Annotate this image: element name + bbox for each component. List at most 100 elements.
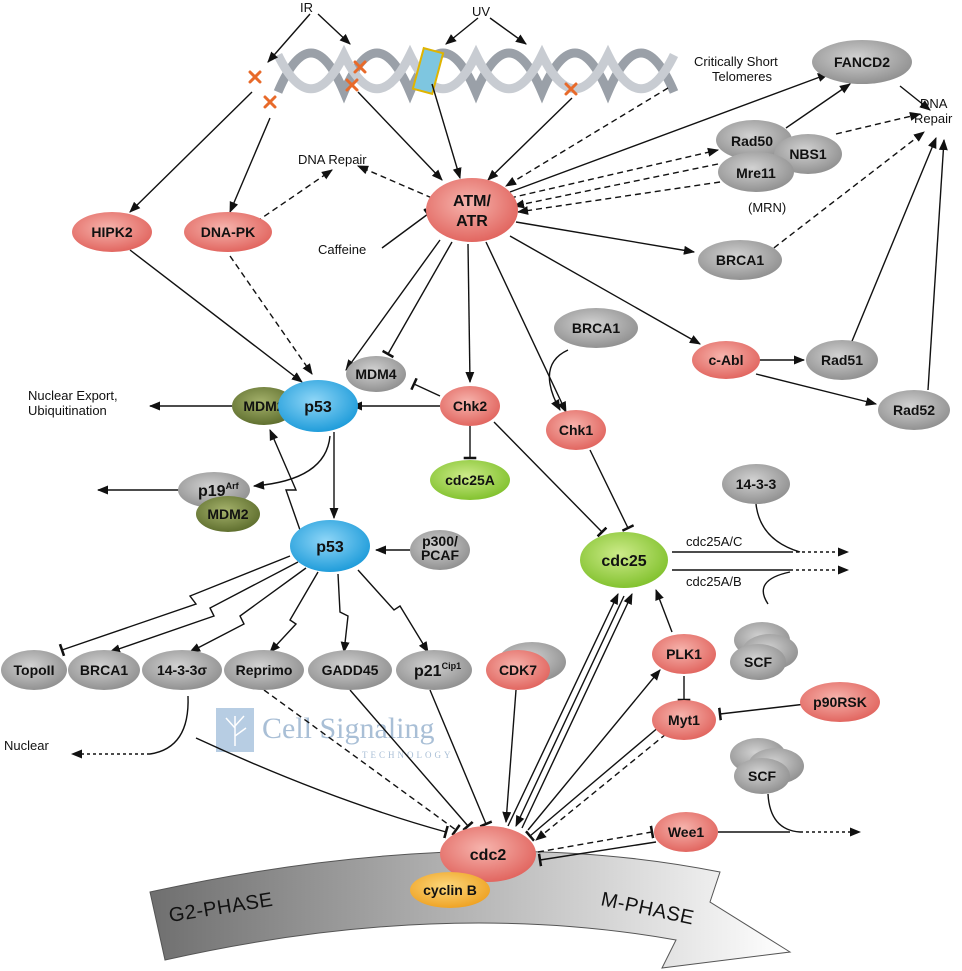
chk2-node[interactable]: Chk2 xyxy=(440,386,500,426)
brca1-node-low[interactable]: BRCA1 xyxy=(68,650,140,690)
chk1-node[interactable]: Chk1 xyxy=(546,410,606,450)
atm-atr-label-line2: ATR xyxy=(456,213,488,230)
dna-repair-right-label: DNA Repair xyxy=(914,96,953,126)
dna-pk-node[interactable]: DNA-PK xyxy=(184,212,272,252)
wee1-node[interactable]: Wee1 xyxy=(654,812,718,852)
mdm2-top-label: MDM2 xyxy=(243,398,284,414)
watermark-title: Cell Signaling xyxy=(262,712,435,745)
nbs1-label: NBS1 xyxy=(789,146,827,162)
cdc25-node[interactable]: cdc25 xyxy=(580,532,668,588)
chk1-label: Chk1 xyxy=(559,422,593,438)
myt1-label: Myt1 xyxy=(668,712,700,728)
plk1-node[interactable]: PLK1 xyxy=(652,634,716,674)
ir-label: IR xyxy=(300,0,313,15)
p53-node-top[interactable]: p53 xyxy=(278,380,358,432)
cdc25ac-label: cdc25A/C xyxy=(686,534,742,549)
dna-repair-right-line2: Repair xyxy=(914,111,953,126)
dna-double-helix-icon xyxy=(273,44,679,104)
topoii-node[interactable]: TopoII xyxy=(1,650,67,690)
p19-label: p19Arf xyxy=(198,481,240,500)
edges xyxy=(58,13,948,867)
chk2-label: Chk2 xyxy=(453,398,487,414)
p300-label: p300/ xyxy=(422,533,458,549)
rad51-node[interactable]: Rad51 xyxy=(806,340,878,380)
cyclin-b-node[interactable]: cyclin B xyxy=(410,872,490,908)
plk1-label: PLK1 xyxy=(666,646,702,662)
mdm2-node-low[interactable]: MDM2 xyxy=(196,496,260,532)
p300-pcaf-node[interactable]: p300/ PCAF xyxy=(410,530,470,570)
rad50-label: Rad50 xyxy=(731,133,773,149)
uv-label: UV xyxy=(472,4,490,19)
cdc25-label: cdc25 xyxy=(601,553,646,570)
rad52-label: Rad52 xyxy=(893,402,935,418)
mdm2-node-top[interactable]: MDM2 xyxy=(232,387,296,425)
telomeres-line1: Critically Short xyxy=(694,54,778,69)
nuclear-export-line1: Nuclear Export, xyxy=(28,388,118,403)
telomeres-label: Critically Short Telomeres xyxy=(694,54,781,84)
p21-label: p21Cip1 xyxy=(414,661,461,680)
wee1-label: Wee1 xyxy=(668,824,705,840)
cdc2-label: cdc2 xyxy=(470,847,507,864)
p90rsk-node[interactable]: p90RSK xyxy=(800,682,880,722)
cdc25a-label: cdc25A xyxy=(445,472,495,488)
14-3-3-sigma-node[interactable]: 14-3-3σ xyxy=(142,650,222,690)
cdc25ab-label: cdc25A/B xyxy=(686,574,742,589)
p21-superscript: Cip1 xyxy=(442,661,462,671)
mdm2-low-label: MDM2 xyxy=(207,506,248,522)
hipk2-label: HIPK2 xyxy=(91,224,132,240)
gadd45-node[interactable]: GADD45 xyxy=(308,650,392,690)
dna-pk-label: DNA-PK xyxy=(201,224,255,240)
scf-node-low[interactable]: SCF xyxy=(730,738,804,794)
scf-low-label: SCF xyxy=(748,768,776,784)
atm-atr-label-line1: ATM/ xyxy=(453,193,491,210)
p53-top-label: p53 xyxy=(304,399,332,416)
nuclear-export-label: Nuclear Export, Ubiquitination xyxy=(28,388,121,418)
myt1-node[interactable]: Myt1 xyxy=(652,700,716,740)
atm-atr-node[interactable]: ATM/ ATR xyxy=(426,178,518,242)
watermark-subtitle: TECHNOLOGY xyxy=(362,750,454,760)
p19-superscript: Arf xyxy=(226,481,240,491)
mrn-label: (MRN) xyxy=(748,200,786,215)
caffeine-label: Caffeine xyxy=(318,242,366,257)
cdc25a-node[interactable]: cdc25A xyxy=(430,460,510,500)
watermark: Cell Signaling TECHNOLOGY xyxy=(216,708,454,760)
reprimo-label: Reprimo xyxy=(236,662,293,678)
14-3-3-sigma-label: 14-3-3σ xyxy=(157,662,207,678)
p21-node[interactable]: p21Cip1 xyxy=(396,650,472,690)
dna-repair-left-label: DNA Repair xyxy=(298,152,367,167)
p21-main: p21 xyxy=(414,663,442,680)
c-abl-node[interactable]: c-Abl xyxy=(692,341,760,379)
topoii-label: TopoII xyxy=(14,662,55,678)
fancd2-label: FANCD2 xyxy=(834,54,890,70)
brca1-low-label: BRCA1 xyxy=(80,662,128,678)
brca1-top-label: BRCA1 xyxy=(716,252,764,268)
dna-repair-right-line1: DNA xyxy=(920,96,948,111)
p53-node-low[interactable]: p53 xyxy=(290,520,370,572)
brca1-node-top[interactable]: BRCA1 xyxy=(698,240,782,280)
mrn-complex[interactable]: Rad50 NBS1 Mre11 xyxy=(716,120,842,192)
scf-node-top[interactable]: SCF xyxy=(730,622,798,680)
fancd2-node[interactable]: FANCD2 xyxy=(812,40,912,84)
nodes: FANCD2 Rad50 NBS1 Mre11 ATM/ ATR HIPK2 D… xyxy=(1,40,950,908)
scf-top-label: SCF xyxy=(744,654,772,670)
nuclear-label: Nuclear xyxy=(4,738,49,753)
rad51-label: Rad51 xyxy=(821,352,863,368)
cdk7-label: CDK7 xyxy=(499,662,537,678)
mdm4-node[interactable]: MDM4 xyxy=(346,356,406,392)
14-3-3-node-top[interactable]: 14-3-3 xyxy=(722,464,790,504)
cdc2-node[interactable]: cdc2 xyxy=(440,826,536,882)
14-3-3-top-label: 14-3-3 xyxy=(736,476,777,492)
gadd45-label: GADD45 xyxy=(322,662,379,678)
rad52-node[interactable]: Rad52 xyxy=(878,390,950,430)
hipk2-node[interactable]: HIPK2 xyxy=(72,212,152,252)
brca1-node-mid[interactable]: BRCA1 xyxy=(554,308,638,348)
p53-low-label: p53 xyxy=(316,539,344,556)
telomeres-line2: Telomeres xyxy=(712,69,772,84)
reprimo-node[interactable]: Reprimo xyxy=(224,650,304,690)
p19-main: p19 xyxy=(198,483,226,500)
brca1-mid-label: BRCA1 xyxy=(572,320,620,336)
mdm4-label: MDM4 xyxy=(355,366,396,382)
cdk7-node[interactable]: CDK7 xyxy=(486,642,566,690)
